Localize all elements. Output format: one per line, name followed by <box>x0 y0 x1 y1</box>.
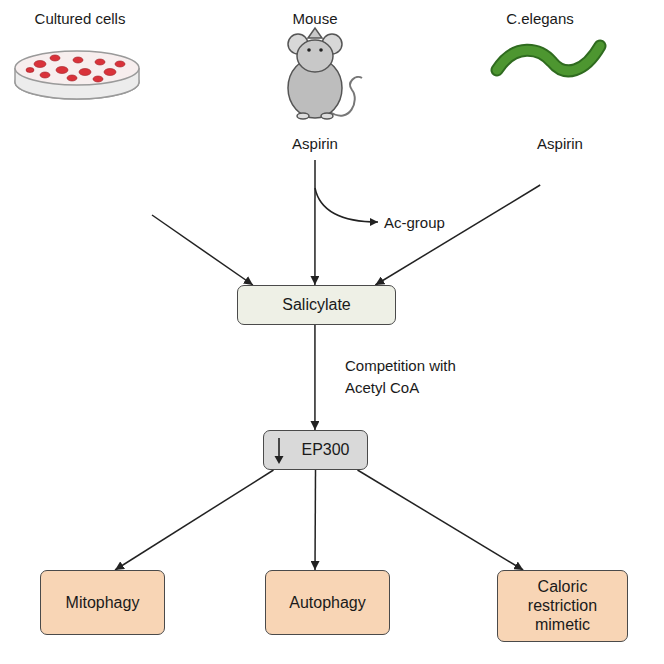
box-label: Mitophagy <box>66 593 140 612</box>
decrease-arrow-head <box>275 456 284 464</box>
source-label: Aspirin <box>292 135 338 152</box>
source-group: MouseAspirin <box>255 5 375 160</box>
source-label: C.elegans <box>506 10 574 27</box>
worm-figure <box>497 46 600 71</box>
process-box: Autophagy <box>265 570 390 635</box>
source-label: Cultured cells <box>35 10 126 27</box>
arrow-connector <box>314 325 316 430</box>
arrow-connector <box>314 160 316 285</box>
arrow-connector <box>358 470 524 570</box>
ac-group-curve <box>315 188 378 222</box>
box-label: Autophagy <box>289 593 366 612</box>
source-group: C.elegansAspirin <box>480 5 620 185</box>
arrow-connector <box>314 470 316 570</box>
source-label: Aspirin <box>537 135 583 152</box>
arrow-connector <box>152 215 253 285</box>
arrow-connector <box>115 470 274 570</box>
petri-dish <box>15 51 139 99</box>
process-box: Caloric restriction mimetic <box>497 570 628 642</box>
source-label: Mouse <box>292 10 337 27</box>
box-label: EP300 <box>301 440 349 459</box>
box-label: Caloric restriction mimetic <box>508 577 617 635</box>
process-box: Salicylate <box>237 285 396 325</box>
mouse-figure <box>288 28 362 119</box>
decrease-arrow <box>278 438 280 459</box>
process-box: EP300 <box>263 430 368 470</box>
arrow-connector <box>375 185 540 285</box>
box-label: Salicylate <box>282 295 350 314</box>
source-group: Cultured cells <box>10 5 152 215</box>
edge-label: Competition with Acetyl CoA <box>345 355 485 399</box>
process-box: Mitophagy <box>40 570 165 635</box>
annotation-label: Ac-group <box>384 212 445 234</box>
